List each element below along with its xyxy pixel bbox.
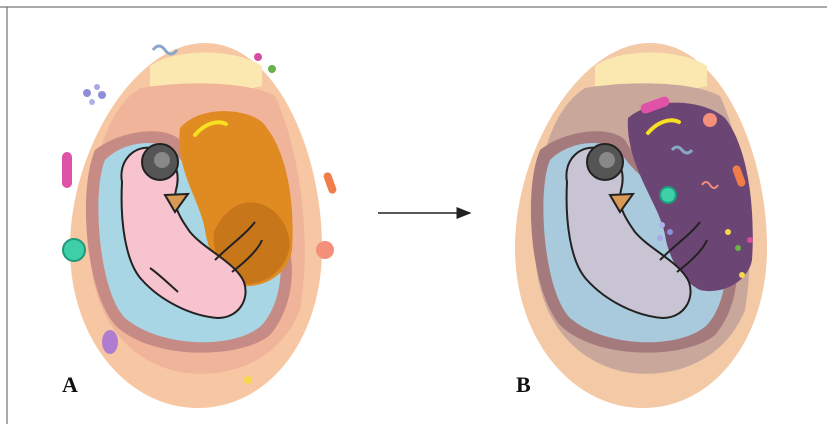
coccus-cluster-icon	[83, 84, 106, 105]
rod-bacterium-icon	[62, 152, 72, 188]
spiky-microbe-icon	[703, 113, 717, 127]
virus-icon	[660, 187, 676, 203]
embryo-pupil-a	[154, 152, 170, 168]
spirillum-icon	[153, 46, 177, 54]
flagellate-icon	[102, 330, 118, 354]
virus-icon	[63, 239, 85, 261]
panel-label-a: A	[62, 372, 78, 398]
spiky-microbe-icon	[316, 241, 334, 259]
egg-panel-a	[62, 43, 338, 408]
embryo-pupil-b	[599, 152, 615, 168]
rod-bacterium-icon	[322, 171, 337, 194]
egg-panel-b	[515, 43, 767, 408]
panel-label-b: B	[516, 372, 531, 398]
